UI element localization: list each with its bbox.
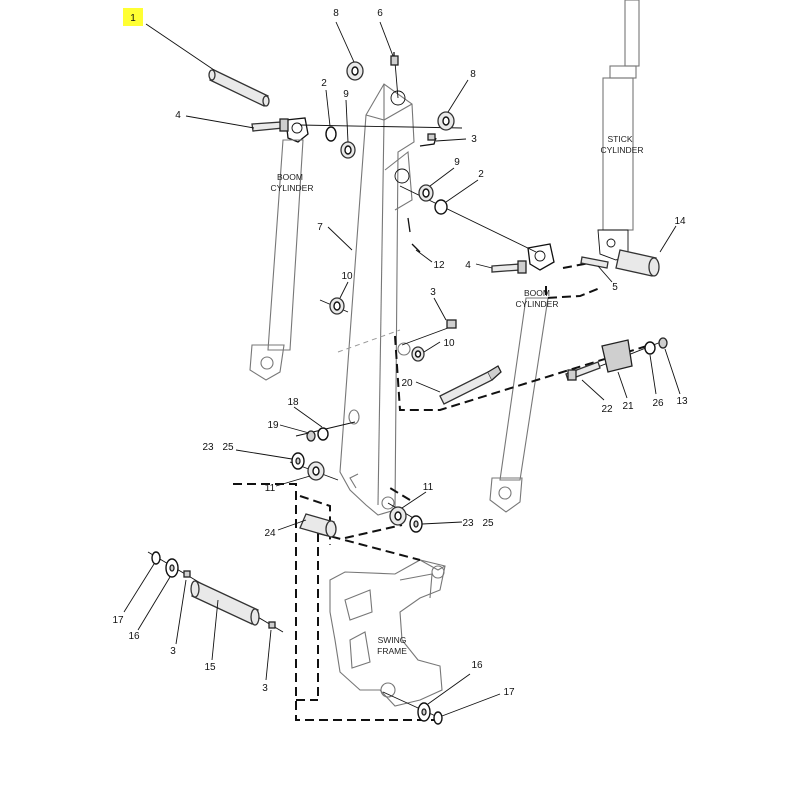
washer-2-upper-left (325, 126, 337, 142)
spacer-10-right (411, 346, 425, 362)
rod-20 (439, 365, 502, 405)
assembly-dashed-lines (233, 261, 651, 721)
callout-25: 25 (482, 518, 494, 529)
pin-axes (147, 61, 667, 719)
callout-23: 23 (202, 442, 214, 453)
callout-16: 16 (128, 631, 140, 642)
pin-1 (208, 69, 270, 107)
bolt-4-right (491, 260, 527, 274)
bushing-8-right (437, 111, 455, 131)
spacer-9-upper-left (340, 141, 356, 159)
callout-4: 4 (465, 260, 471, 271)
callout-5: 5 (612, 282, 618, 293)
spacer-10-left (329, 297, 345, 315)
callout-13: 13 (676, 396, 688, 407)
boom-cylinder-right-label: BOOM CYLINDER (516, 288, 559, 309)
washer-2-mid (434, 199, 448, 215)
callout-8: 8 (470, 69, 476, 80)
svg-text:STICK: STICK (607, 134, 632, 144)
boom-cylinder-right (489, 243, 555, 513)
callout-11: 11 (265, 483, 276, 494)
stick-cylinder (597, 0, 640, 261)
callout-9: 9 (454, 157, 460, 168)
callout-3: 3 (170, 646, 176, 657)
callout-3: 3 (262, 683, 268, 694)
callout-6: 6 (377, 8, 383, 19)
callout-24: 24 (264, 528, 276, 539)
callout-18: 18 (287, 397, 299, 408)
callout-25: 25 (222, 442, 234, 453)
callout-9: 9 (343, 89, 349, 100)
svg-text:FRAME: FRAME (377, 646, 407, 656)
callout-17: 17 (112, 615, 124, 626)
svg-text:BOOM: BOOM (524, 288, 550, 298)
callout-19: 19 (267, 420, 279, 431)
leader-lines (123, 21, 681, 717)
callout-21: 21 (622, 401, 634, 412)
callout-11: 11 (423, 482, 434, 493)
callout-17: 17 (503, 687, 515, 698)
ring-17-left (151, 551, 161, 565)
callout-22: 22 (601, 404, 613, 415)
boom-cylinder-left (249, 117, 309, 381)
bushing-8-top (346, 61, 364, 81)
pin-14 (615, 249, 660, 277)
svg-text:SWING: SWING (378, 635, 407, 645)
swing-frame-label: SWING FRAME (377, 635, 407, 656)
boom-cylinder-left-label: BOOM CYLINDER (271, 172, 314, 193)
washer-25-left (291, 452, 305, 470)
callout-12: 12 (433, 260, 445, 271)
nut-13 (658, 337, 668, 349)
callout-2: 2 (478, 169, 484, 180)
callout-1: 1 (130, 13, 136, 24)
callout-8: 8 (333, 8, 339, 19)
washer-26 (644, 341, 656, 355)
stick-cylinder-label: STICK CYLINDER (601, 134, 644, 155)
spacer-9-mid (418, 184, 434, 202)
fitting-6 (390, 52, 399, 66)
callout-3: 3 (471, 134, 477, 145)
nut-19 (306, 430, 316, 442)
callout-20: 20 (401, 378, 413, 389)
pin-15 (190, 580, 260, 626)
svg-text:CYLINDER: CYLINDER (271, 183, 314, 193)
callout-labels: 1 8 6 8 2 9 4 3 9 2 7 14 12 4 10 5 3 10 … (112, 8, 688, 698)
grease-fitting-3-left (183, 570, 191, 578)
svg-text:BOOM: BOOM (277, 172, 303, 182)
washer-16-left (165, 558, 179, 578)
callout-1-highlight (123, 8, 143, 26)
callout-10: 10 (341, 271, 353, 282)
washer-25-right (409, 515, 423, 533)
callout-4: 4 (175, 110, 181, 121)
callout-3: 3 (430, 287, 436, 298)
pin-24 (299, 513, 337, 538)
grease-fitting-3-right (268, 621, 276, 629)
bolt-4-left (251, 118, 289, 132)
washer-16-right (417, 702, 431, 722)
bolt-22 (565, 361, 601, 381)
svg-text:CYLINDER: CYLINDER (516, 299, 559, 309)
svg-text:CYLINDER: CYLINDER (601, 145, 644, 155)
callout-10: 10 (443, 338, 455, 349)
bolt-5 (580, 256, 609, 269)
plate-21 (601, 339, 633, 373)
washer-18 (317, 427, 329, 441)
callout-2: 2 (321, 78, 327, 89)
callout-16: 16 (471, 660, 483, 671)
callout-15: 15 (204, 662, 216, 673)
grease-fitting-3-mid (446, 319, 457, 329)
callout-23: 23 (462, 518, 474, 529)
swing-frame (329, 559, 446, 707)
callout-26: 26 (652, 398, 664, 409)
bushing-11-left (307, 461, 325, 481)
ring-17-right (433, 711, 443, 725)
bolt-12 (407, 217, 421, 253)
callout-7: 7 (317, 222, 323, 233)
grease-fitting-3-top (419, 133, 437, 147)
bushing-11-right (389, 506, 407, 526)
callout-14: 14 (674, 216, 686, 227)
